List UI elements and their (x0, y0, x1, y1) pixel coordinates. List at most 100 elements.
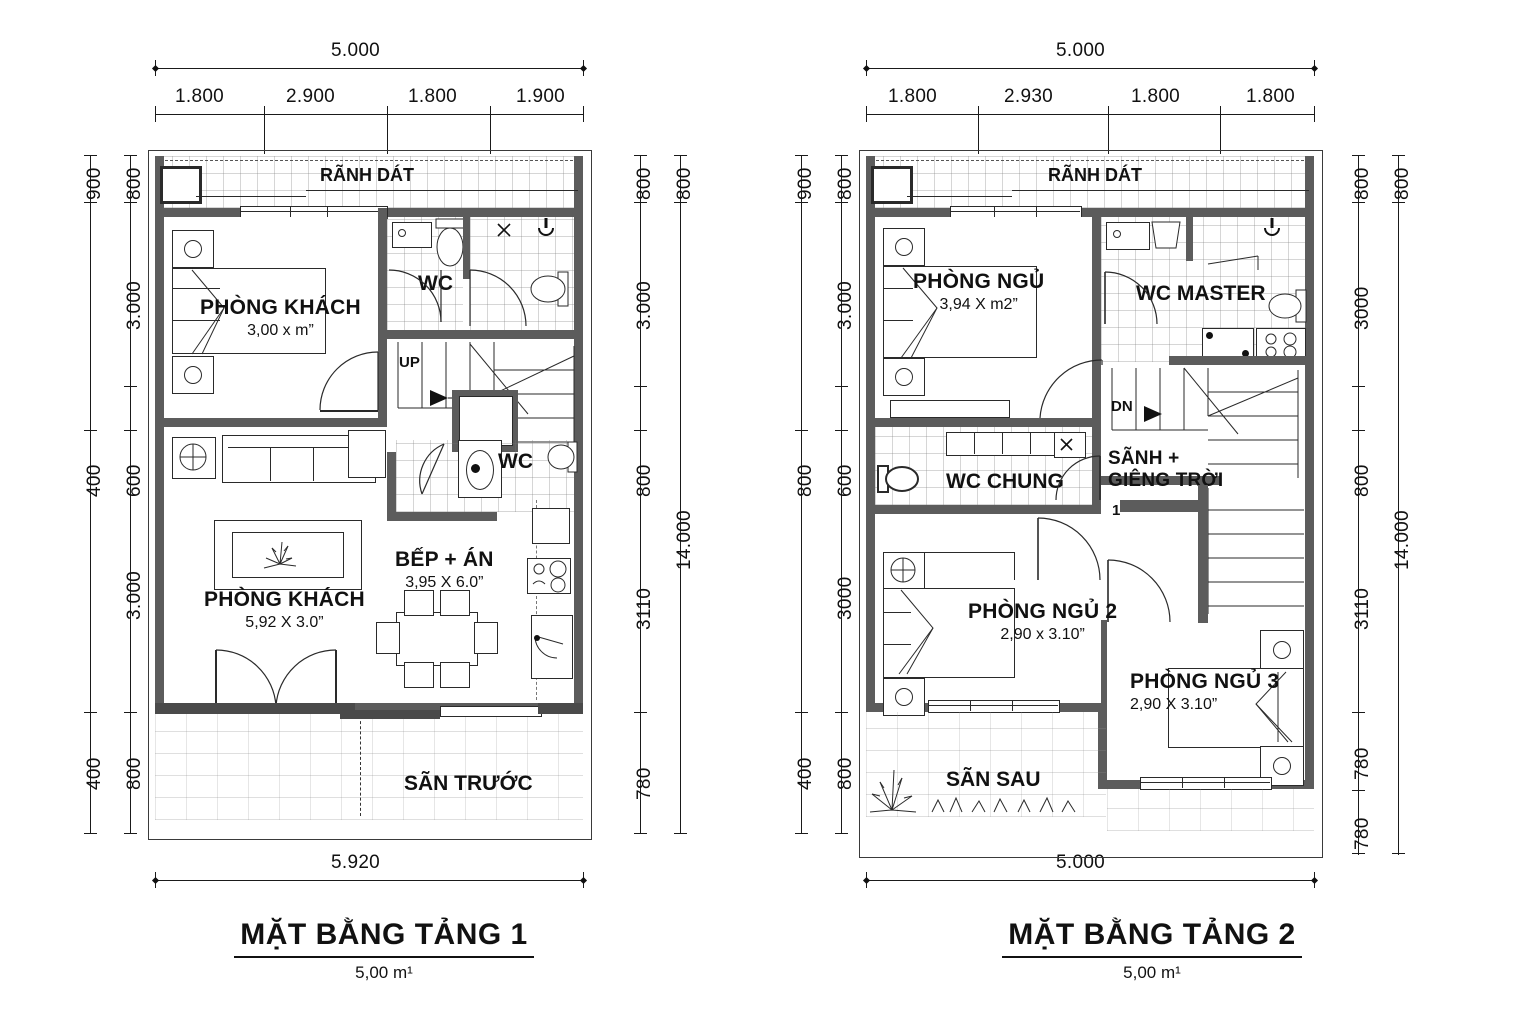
dining-table (396, 612, 478, 666)
wall-partition-h1 (155, 418, 387, 427)
dim-right-inner-line (640, 155, 641, 833)
dim-left-outer-3: 400 (84, 757, 105, 790)
dim-right-inner-2: 3.000 (634, 280, 655, 330)
dim-right-inner-2: 3000 (1352, 286, 1373, 330)
dim-top-total-line (155, 68, 583, 69)
wall-east (574, 208, 583, 712)
dim-top-1: 1.800 (888, 86, 938, 107)
gutter-label: RÃNH DÁT (1048, 165, 1142, 185)
site-boundary (859, 150, 1323, 858)
bed-blanket (898, 589, 934, 675)
door-swing-wc2 (469, 269, 527, 327)
dim-tick (583, 106, 584, 122)
dim-top-3: 1.800 (408, 86, 458, 107)
wall-partition-v1 (378, 208, 387, 418)
dim-right-inner-6: 780 (1352, 817, 1373, 850)
dim-left-inner-5: 800 (124, 757, 145, 790)
plan-title: MẶT BẰNG TẢNG 2 (1002, 918, 1302, 958)
dim-right-inner-1: 800 (634, 167, 655, 200)
nightstand-cross (890, 557, 916, 583)
entry-double-door (215, 649, 337, 707)
room-name-line1: SÃNH + (1108, 448, 1180, 469)
dining-chair (474, 622, 498, 654)
bed (172, 268, 326, 354)
floor-plan-2: 5.000 1.800 2.930 1.800 1.800 900 800 40… (768, 0, 1536, 1024)
wall-partition-h1 (866, 418, 1101, 427)
meter-box (160, 166, 202, 204)
dim-left-inner-3: 600 (124, 464, 145, 497)
room-label-front-yard: SÃN TRƯỚC (404, 772, 533, 795)
dim-left-inner-line (130, 155, 131, 833)
gutter-dashed-line (160, 160, 578, 161)
stair-label-dn: DN (1111, 398, 1133, 415)
wardrobe (890, 400, 1010, 418)
door-swing-wc-master (1104, 271, 1158, 325)
dim-top-3: 1.800 (1131, 86, 1181, 107)
rear-paving (1107, 789, 1314, 831)
wall-west (155, 208, 164, 712)
shower-head-icon (538, 218, 554, 236)
door-swing-wc1 (388, 269, 442, 323)
window-bedroom3 (1140, 777, 1272, 790)
hall-index-number: 1 (1112, 502, 1121, 519)
dim-top-chain-line (155, 114, 583, 115)
stair-area (1101, 365, 1305, 485)
wall-east (1305, 208, 1314, 788)
dim-left-outer-line (90, 155, 91, 833)
dim-left-inner-1: 800 (124, 167, 145, 200)
sink-master (1106, 222, 1150, 250)
dim-left-inner-2: 3.000 (124, 280, 145, 330)
dim-top-2: 2.930 (1004, 86, 1054, 107)
dim-top-chain-line (866, 114, 1314, 115)
dim-top-4: 1.800 (1246, 86, 1296, 107)
shower-cross-mark (1060, 438, 1073, 451)
room-dim: 3,95 X 6.0” (405, 574, 484, 592)
dim-top-total-line (866, 68, 1314, 69)
sink-wc1 (392, 222, 432, 248)
dim-top-total: 5.000 (1056, 40, 1106, 61)
door-swing-wc-chung (1055, 455, 1101, 501)
dining-chair (440, 662, 470, 688)
ground-planting-strip (931, 796, 1076, 813)
cooktop-burners (532, 560, 567, 593)
plan-title-block-1: MẶT BẰNG TẢNG 1 5,00 m¹ (0, 918, 768, 983)
dim-right-outer-1: 800 (674, 167, 695, 200)
gutter-label: RÃNH DÁT (320, 165, 414, 185)
stair-treads (1111, 367, 1299, 478)
dim-left-inner-2: 3.000 (835, 280, 856, 330)
vanity-cooktop (1256, 328, 1306, 360)
room-label-wc-1: WC (418, 272, 453, 295)
dim-left-inner-1: 800 (835, 167, 856, 200)
toilet-wc3 (547, 441, 578, 473)
door-swing-wc3 (419, 443, 445, 495)
room-label-wc-3: WC (498, 450, 533, 473)
wall-south (155, 703, 583, 712)
dim-right-outer-2: 14.000 (1392, 510, 1413, 570)
room-name: PHÒNG KHÁCH (200, 296, 361, 319)
stair-direction-arrow (1144, 406, 1162, 422)
room-label-back-yard: SÃN SAU (946, 768, 1041, 791)
dining-chair (440, 590, 470, 616)
bed (883, 266, 1037, 358)
plan-subtitle: 5,00 m¹ (1123, 963, 1181, 982)
coffee-table (232, 532, 344, 578)
dim-right-inner-3: 800 (634, 464, 655, 497)
kitchen-sink (532, 508, 570, 544)
wall-partition-v1 (1092, 208, 1101, 418)
room-label-bedroom-1: PHÒNG NGỦ 3,94 X m2” (913, 270, 1044, 316)
nightstand (883, 228, 925, 266)
vanity-counter (946, 432, 1060, 456)
room-label-living-lower: PHÒNG KHÁCH 5,92 X 3.0” (204, 588, 365, 634)
dim-right-outer-line (680, 155, 681, 833)
dim-right-inner-3: 800 (1352, 464, 1373, 497)
bed-blanket (1255, 671, 1293, 743)
counter-centerline (536, 500, 537, 700)
dim-top-total: 5.000 (331, 40, 381, 61)
dim-left-inner-4: 3.000 (124, 570, 145, 620)
room-label-wc-master: WC MASTER (1136, 282, 1266, 305)
gutter-strip (866, 156, 1314, 208)
room-dim: 3,94 X m2” (939, 296, 1018, 314)
dim-bottom-total-line (155, 880, 583, 881)
dining-chair (376, 622, 400, 654)
room-name: PHÒNG KHÁCH (204, 588, 365, 611)
